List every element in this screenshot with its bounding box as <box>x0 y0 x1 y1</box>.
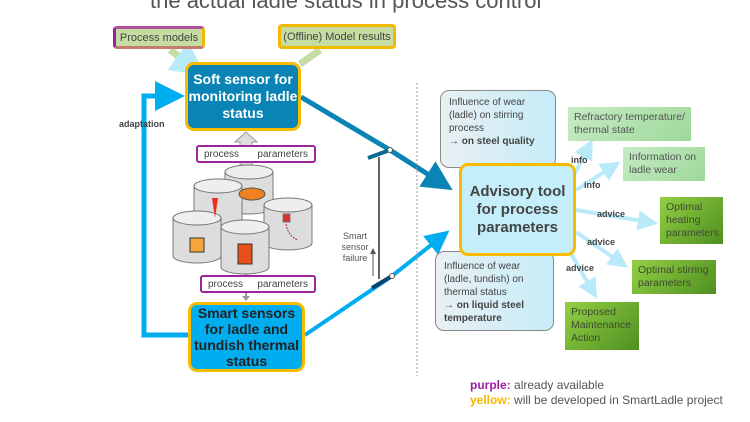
smart-sensor-failure-label: Smart sensor failure <box>341 231 369 263</box>
output-label: advice <box>566 263 595 273</box>
output-label: info <box>584 180 601 190</box>
influence-text: Influence of wear (ladle) on stirring pr… <box>449 97 526 134</box>
arrow-advice-maintenance <box>568 250 598 299</box>
output-label: info <box>571 155 588 165</box>
output-label: advice <box>587 237 616 247</box>
advisory-tool-box: Advisory tool for process parameters <box>459 163 576 256</box>
influence-emphasis: → on liquid steel temperature <box>444 300 525 324</box>
process-models-box: Process models <box>113 26 205 49</box>
arrow-info-2 <box>574 161 621 192</box>
advisory-tool-label: Advisory tool for process parameters <box>469 182 566 236</box>
smart-sensors-box: Smart sensors for ladle and tundish ther… <box>188 302 305 372</box>
output-ladle-wear-info: Information on ladle wear <box>623 147 705 181</box>
input-arrow-model-results <box>297 47 323 67</box>
soft-sensor-to-advisory <box>299 94 453 191</box>
parameters-label: parameters <box>257 148 308 160</box>
influence-emphasis: → on steel quality <box>449 136 535 147</box>
process-parameters-top: process parameters <box>196 145 316 163</box>
legend-yellow-text: will be developed in SmartLadle project <box>514 393 723 407</box>
adaptation-label: adaptation <box>119 119 165 129</box>
process-label: process <box>208 278 244 290</box>
soft-sensor-box: Soft sensor for monitoring ladle status <box>185 62 301 131</box>
arrow-advice-stirring <box>574 230 629 268</box>
process-label: process <box>204 148 240 160</box>
legend-yellow-key: yellow: <box>470 393 511 407</box>
offline-model-results-box: (Offline) Model results <box>278 24 396 49</box>
legend-purple-text: already available <box>514 378 605 392</box>
arrow-info-1 <box>572 139 593 176</box>
soft-sensor-label: Soft sensor for monitoring ladle status <box>188 71 298 121</box>
output-optimal-stirring: Optimal stirring parameters <box>632 260 716 294</box>
page-title: the actual ladle status in process contr… <box>150 0 542 13</box>
adaptation-loop <box>141 81 190 338</box>
output-refractory-temperature: Refractory temperature/ thermal state <box>568 107 691 141</box>
influence-box-thermal: Influence of wear (ladle, tundish) on th… <box>435 251 554 331</box>
output-optimal-heating: Optimal heating parameters <box>660 197 723 244</box>
output-maintenance-action: Proposed Maintenance Action <box>565 302 639 350</box>
legend-purple-key: purple: <box>470 378 511 392</box>
legend: purple: already available yellow: will b… <box>470 378 723 408</box>
smart-sensors-label: Smart sensors for ladle and tundish ther… <box>193 305 299 369</box>
influence-box-stirring: Influence of wear (ladle) on stirring pr… <box>440 90 556 168</box>
arrow-advice-heating <box>575 208 658 231</box>
process-parameters-bottom: process parameters <box>200 275 316 293</box>
output-label: advice <box>597 209 626 219</box>
influence-text: Influence of wear (ladle, tundish) on th… <box>444 261 524 298</box>
ladle-process-illustration <box>172 164 313 275</box>
parameters-label: parameters <box>257 278 308 290</box>
